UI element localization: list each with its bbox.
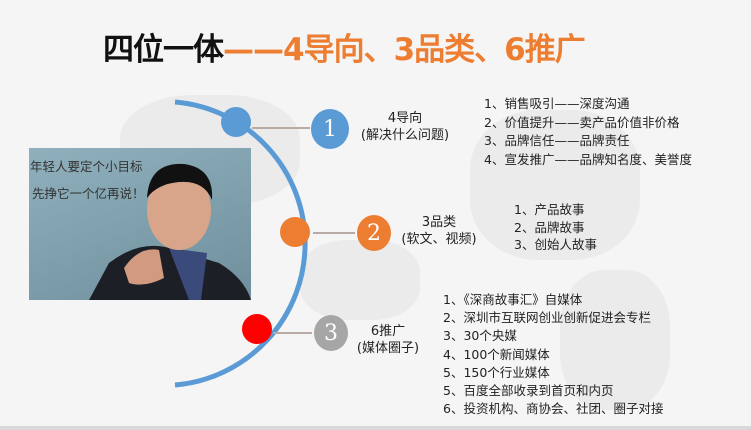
list-item: 5、百度全部收录到首页和内页: [443, 383, 614, 399]
timeline-dot-orange: [280, 217, 310, 247]
step-number-3: 3: [314, 315, 348, 351]
man-portrait-image: [89, 163, 251, 300]
photo: 年轻人要定个小目标 先挣它一个亿再说！: [29, 148, 251, 300]
title-highlight: ——4导向、3品类、6推广: [223, 32, 586, 68]
list-item: 3、30个央媒: [443, 328, 517, 344]
world-map-background: [560, 270, 670, 410]
photo-caption-line1: 年轻人要定个小目标: [30, 159, 143, 174]
section-subtitle: (软文、视频): [401, 232, 477, 247]
section-subtitle: (媒体圈子): [356, 341, 420, 356]
bottom-divider: [0, 426, 751, 430]
section-label-1: 4导向 (解决什么问题): [355, 110, 455, 144]
list-item: 3、创始人故事: [514, 237, 597, 252]
timeline-dot-blue: [221, 107, 251, 137]
world-map-background: [300, 240, 420, 320]
section-title: 6推广: [370, 324, 406, 339]
section-list-2: 1、产品故事 2、品牌故事 3、创始人故事: [514, 201, 597, 254]
list-item: 2、品牌故事: [514, 219, 585, 235]
step-number-1: 1: [311, 109, 349, 149]
list-item: 3、品牌信任——品牌责任: [484, 133, 630, 148]
section-title: 4导向: [387, 111, 423, 126]
title-main: 四位一体: [103, 32, 224, 68]
section-label-2: 3品类 (软文、视频): [393, 214, 485, 248]
section-title: 3品类: [421, 215, 457, 230]
world-map-background: [470, 110, 640, 260]
list-item: 1、产品故事: [514, 202, 585, 217]
list-item: 2、深圳市互联网创业创新促进会专栏: [443, 310, 651, 326]
slide-title: 四位一体——4导向、3品类、6推广: [103, 24, 586, 69]
step-number-2: 2: [357, 215, 391, 251]
list-item: 1、《深商故事汇》自媒体: [443, 292, 583, 307]
list-item: 2、价值提升——卖产品价值非价格: [484, 114, 680, 130]
photo-caption-line2: 先挣它一个亿再说！: [32, 186, 145, 201]
section-subtitle: (解决什么问题): [360, 128, 450, 143]
list-item: 1、销售吸引——深度沟通: [484, 96, 630, 111]
list-item: 4、宣发推广——品牌知名度、美誉度: [484, 151, 692, 167]
timeline-dot-red: [242, 314, 272, 344]
list-item: 6、投资机构、商协会、社团、圈子对接: [443, 401, 664, 417]
section-label-3: 6推广 (媒体圈子): [350, 323, 426, 357]
section-list-3: 1、《深商故事汇》自媒体 2、深圳市互联网创业创新促进会专栏 3、30个央媒 4…: [443, 291, 663, 418]
list-item: 4、100个新闻媒体: [443, 346, 550, 362]
section-list-1: 1、销售吸引——深度沟通 2、价值提升——卖产品价值非价格 3、品牌信任——品牌…: [484, 95, 692, 169]
list-item: 5、150个行业媒体: [443, 364, 550, 380]
